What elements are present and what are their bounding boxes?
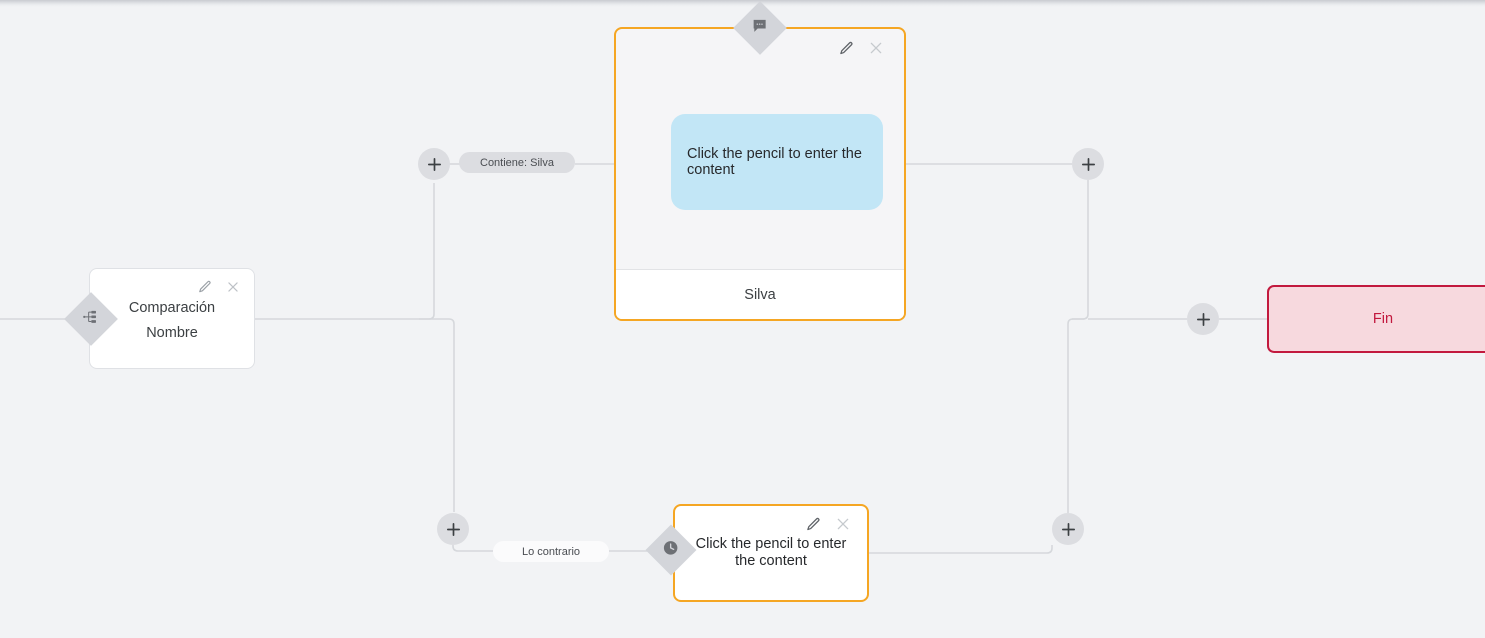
- end-node[interactable]: Fin: [1267, 285, 1485, 353]
- message-bubble-icon: [733, 1, 787, 55]
- message-bubble-text: Click the pencil to enter the content: [671, 114, 883, 210]
- delay-node[interactable]: Click the pencil to enter the content: [673, 504, 869, 602]
- comparison-node-subtitle: Nombre: [146, 325, 198, 341]
- delay-node-text: Click the pencil to enter the content: [695, 536, 847, 570]
- edge-merge-top: [1072, 180, 1089, 320]
- edge-cmp-to-false-plus: [419, 318, 455, 512]
- comparison-node-title: Comparación: [128, 300, 216, 316]
- pencil-icon[interactable]: [839, 41, 854, 61]
- message-node-actions: [839, 40, 884, 61]
- branch-split-icon: [64, 292, 118, 346]
- edge-merge-bottom: [1067, 318, 1084, 513]
- add-node-button-branch-true[interactable]: [418, 148, 450, 180]
- end-node-label: Fin: [1372, 311, 1394, 327]
- add-node-button-before-end[interactable]: [1187, 303, 1219, 335]
- pencil-icon[interactable]: [806, 517, 821, 537]
- add-node-button-branch-false[interactable]: [437, 513, 469, 545]
- add-node-button-after-message[interactable]: [1072, 148, 1104, 180]
- edge-label-contiene[interactable]: Contiene: Silva: [459, 152, 575, 173]
- edge-cmp-to-true-plus: [255, 183, 435, 320]
- message-node-footer-label: Silva: [616, 269, 904, 319]
- close-icon[interactable]: [835, 516, 851, 537]
- comparison-node-actions: [198, 280, 240, 299]
- delay-node-actions: [806, 516, 851, 537]
- close-icon[interactable]: [868, 40, 884, 61]
- edge-delay-to-plus: [869, 545, 1053, 554]
- edge-false-plus-to-label: [452, 545, 493, 552]
- clock-icon: [645, 524, 697, 576]
- close-icon[interactable]: [226, 280, 240, 299]
- pencil-icon[interactable]: [198, 280, 212, 299]
- message-node[interactable]: Click the pencil to enter the content Si…: [614, 27, 906, 321]
- add-node-button-after-delay[interactable]: [1052, 513, 1084, 545]
- edge-label-contrario[interactable]: Lo contrario: [493, 541, 609, 562]
